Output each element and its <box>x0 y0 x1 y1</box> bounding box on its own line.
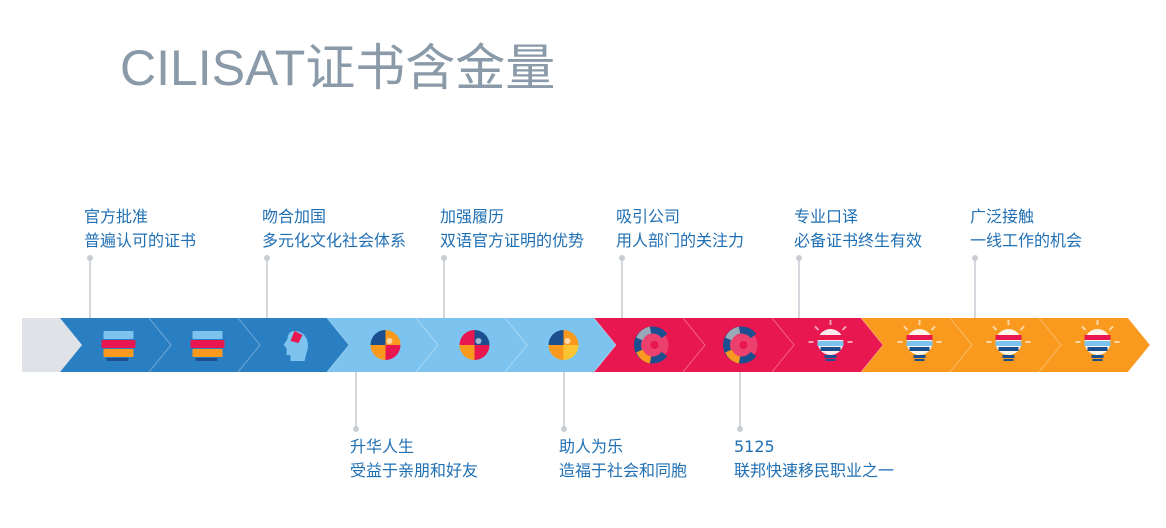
leader-line <box>974 258 976 320</box>
segment-separator <box>415 317 439 373</box>
milestone-label-multiculture: 吻合加国 多元化文化社会体系 <box>262 205 406 253</box>
milestone-label-interpret: 专业口译 必备证书终生有效 <box>794 205 922 253</box>
leader-line <box>266 258 268 320</box>
milestone-text: 双语官方证明的优势 <box>440 231 585 250</box>
timeline-segment <box>683 318 794 372</box>
milestone-label-company: 吸引公司 用人部门的关注力 <box>616 205 744 253</box>
milestone-text: 造福于社会和同胞 <box>559 461 688 480</box>
milestone-text: 受益于亲朋和好友 <box>350 461 479 480</box>
milestone-heading: 吻合加国 <box>262 207 327 226</box>
milestone-text: 一线工作的机会 <box>970 231 1083 250</box>
milestone-heading: 专业口译 <box>794 207 859 226</box>
milestone-heading: 升华人生 <box>350 437 415 456</box>
milestone-label-immigration: 5125 联邦快速移民职业之一 <box>734 435 894 483</box>
segment-separator <box>237 317 261 373</box>
leader-line <box>443 258 445 320</box>
leader-dot <box>441 255 447 261</box>
milestone-heading: 官方批准 <box>84 207 149 226</box>
leader-line <box>355 370 357 428</box>
milestone-heading: 5125 <box>734 437 775 456</box>
segment-separator <box>1038 317 1062 373</box>
segment-separator <box>1127 317 1151 373</box>
segment-separator <box>771 317 795 373</box>
puzzle-head-icon <box>459 330 490 360</box>
milestone-label-frontline: 广泛接触 一线工作的机会 <box>970 205 1082 253</box>
leader-line <box>563 370 565 428</box>
lightbulb-icon <box>808 320 853 361</box>
leader-line <box>89 258 91 320</box>
milestone-text: 普遍认可的证书 <box>84 231 197 250</box>
stack-icon <box>190 331 225 361</box>
timeline-segment <box>594 318 705 372</box>
segment-separator <box>682 317 706 373</box>
stack-icon <box>101 331 136 361</box>
milestone-text: 用人部门的关注力 <box>616 231 745 250</box>
segment-separator <box>326 317 350 373</box>
puzzle-head-icon <box>370 330 401 360</box>
leader-dot <box>264 255 270 261</box>
lightbulb-icon <box>1075 320 1120 361</box>
milestone-label-official: 官方批准 普遍认可的证书 <box>84 205 196 253</box>
milestone-label-help: 助人为乐 造福于社会和同胞 <box>559 435 687 483</box>
profile-head-icon <box>283 330 308 361</box>
pie-c-icon <box>723 326 758 364</box>
pie-c-icon <box>634 326 669 364</box>
puzzle-head-icon <box>548 330 579 360</box>
lightbulb-icon <box>897 320 942 361</box>
lightbulb-icon <box>986 320 1031 361</box>
leader-line <box>739 370 741 428</box>
leader-dot <box>619 255 625 261</box>
leader-dot <box>561 426 567 432</box>
leader-dot <box>87 255 93 261</box>
leader-dot <box>972 255 978 261</box>
segment-separator <box>949 317 973 373</box>
leader-dot <box>737 426 743 432</box>
timeline-start <box>22 318 82 372</box>
segment-separator <box>504 317 528 373</box>
leader-dot <box>796 255 802 261</box>
milestone-text: 多元化文化社会体系 <box>262 231 407 250</box>
milestone-heading: 广泛接触 <box>970 207 1035 226</box>
milestone-text: 联邦快速移民职业之一 <box>734 461 895 480</box>
segment-separator <box>593 317 617 373</box>
milestone-heading: 助人为乐 <box>559 437 624 456</box>
leader-dot <box>353 426 359 432</box>
segment-separator <box>860 317 884 373</box>
milestone-heading: 加强履历 <box>440 207 505 226</box>
page-title: CILISAT证书含金量 <box>120 40 556 96</box>
milestone-label-resume: 加强履历 双语官方证明的优势 <box>440 205 584 253</box>
milestone-label-uplift: 升华人生 受益于亲朋和好友 <box>350 435 478 483</box>
segment-separator <box>148 317 172 373</box>
milestone-heading: 吸引公司 <box>616 207 681 226</box>
milestone-text: 必备证书终生有效 <box>794 231 923 250</box>
leader-line <box>798 258 800 320</box>
leader-line <box>621 258 623 320</box>
